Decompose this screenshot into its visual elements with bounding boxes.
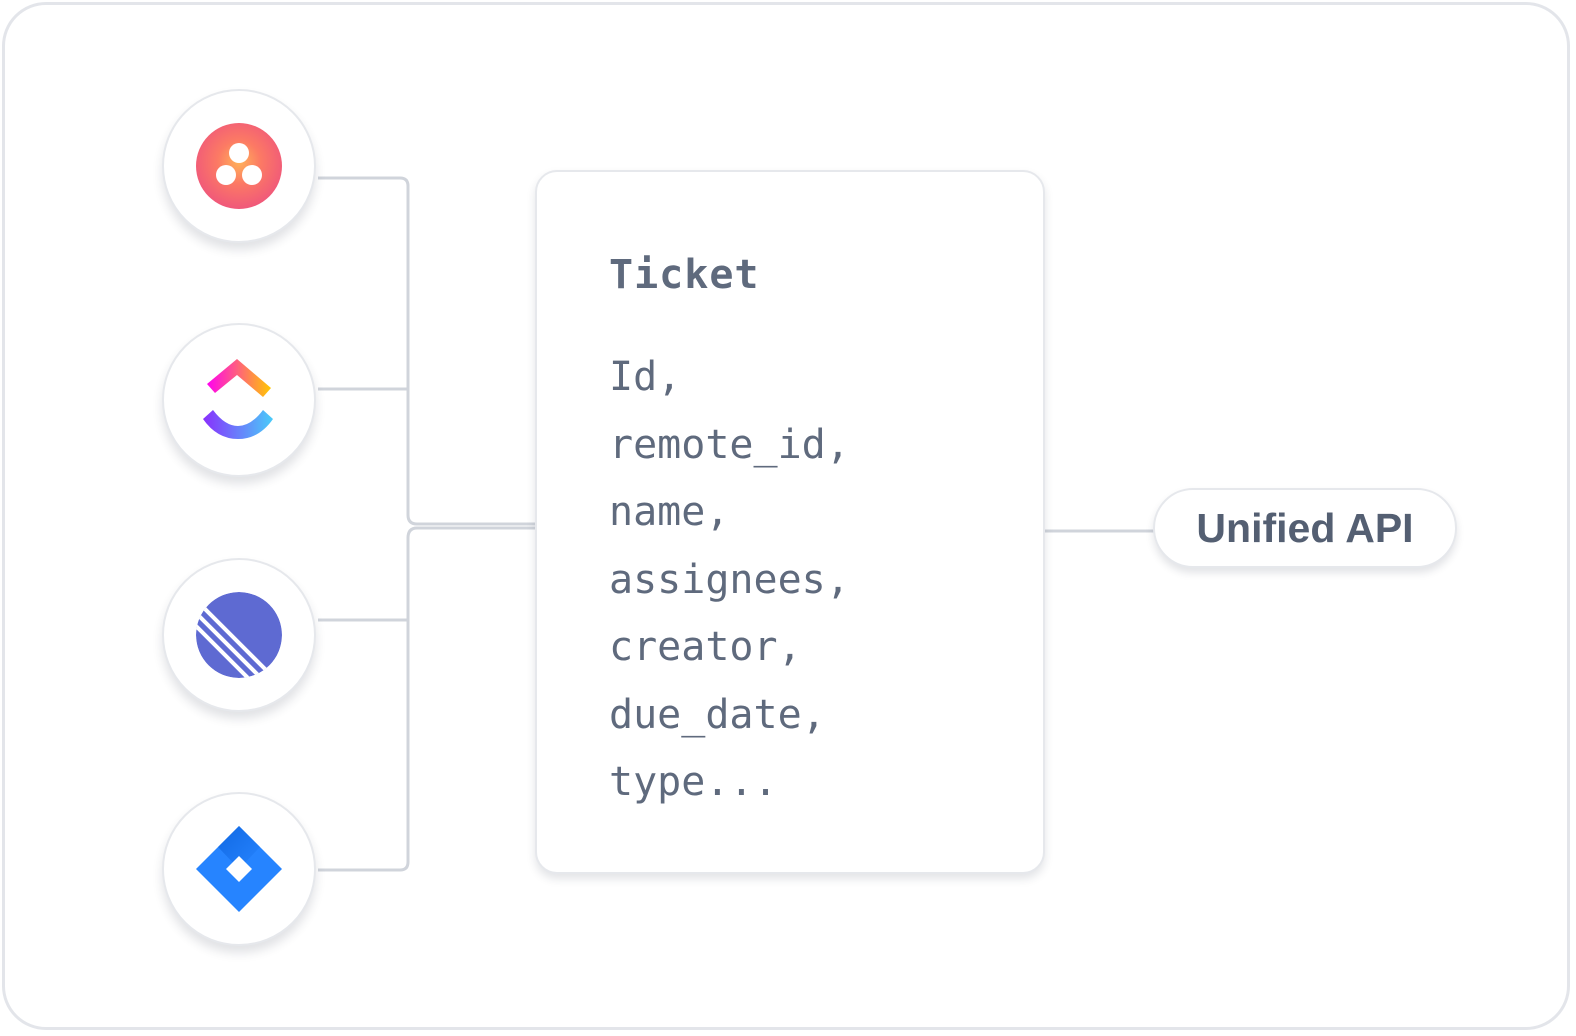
unified-api-pill: Unified API <box>1153 488 1457 568</box>
ticket-field: type... <box>609 759 778 805</box>
asana-logo-badge <box>162 89 316 243</box>
clickup-logo-badge <box>162 323 316 477</box>
ticket-field-list: Id, remote_id, name, assignees, creator,… <box>609 344 850 817</box>
linear-logo-badge <box>162 558 316 712</box>
ticket-model-card: Ticket Id, remote_id, name, assignees, c… <box>535 170 1045 874</box>
connector-asana <box>318 176 535 526</box>
connector-jira <box>318 526 535 872</box>
jira-logo-badge <box>162 792 316 946</box>
ticket-field: assignees, <box>609 556 850 603</box>
ticket-field: due_date, <box>609 691 826 738</box>
clickup-logo-icon <box>203 359 273 439</box>
linear-logo-icon <box>196 592 282 678</box>
asana-logo-icon <box>196 123 282 209</box>
jira-logo-icon <box>196 826 282 912</box>
ticket-field: remote_id, <box>609 421 850 468</box>
ticket-field: name, <box>609 489 730 535</box>
ticket-field: Id, <box>609 354 682 400</box>
ticket-field: creator, <box>609 624 802 670</box>
ticket-title: Ticket <box>609 252 760 298</box>
